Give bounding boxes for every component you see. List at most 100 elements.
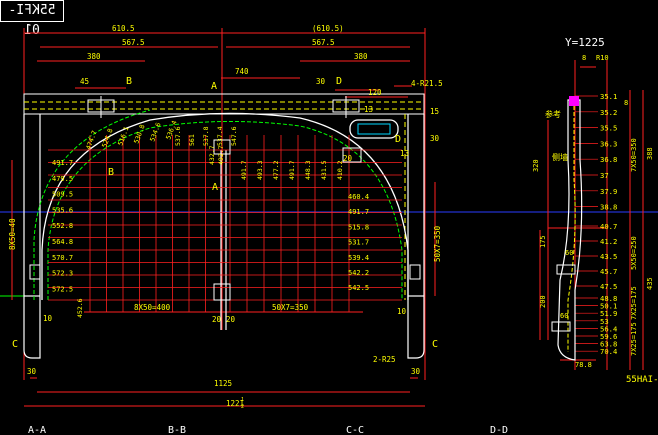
svg-text:2: 2: [241, 404, 244, 410]
dim-top-2: 380: [354, 52, 368, 61]
side-value: 36.3: [600, 139, 617, 148]
dim-side-30-left: 30: [27, 367, 37, 376]
fittings: [29, 96, 421, 301]
right-row-label: 542.2: [348, 269, 369, 277]
mark-a-top: A: [211, 81, 217, 92]
side-right-dim-2: 7X25=175: [630, 286, 638, 320]
dim-small-3: 13: [364, 105, 373, 114]
side-bracket-top: [556, 264, 576, 275]
side-value: 40.7: [600, 222, 617, 231]
left-row-label: 564.8: [52, 238, 73, 246]
dim-small-1: 30: [430, 134, 440, 143]
side-value: 37: [600, 171, 609, 180]
dim-top-0: 380: [87, 52, 101, 61]
side-right-total-1: 435: [646, 277, 654, 290]
mark-d-top: D: [336, 76, 342, 87]
side-value: 50.1: [600, 302, 617, 311]
mark-b-mid: B: [108, 167, 114, 178]
arc-label: 410.2: [336, 160, 344, 180]
dim-bottom-right: 50X7=350: [272, 303, 309, 312]
dim-top-3: 30: [316, 77, 326, 86]
side-left-dim-0: 320: [532, 159, 540, 172]
right-row-label: 491.7: [348, 208, 369, 216]
side-right-dim-1: 5X50=250: [630, 236, 638, 270]
arc-label: 547.6: [230, 126, 238, 146]
dim-left-height: 8X50=40: [8, 218, 17, 250]
side-value: 63.8: [600, 340, 617, 349]
section-label-bb: B-B: [168, 425, 186, 435]
arc-label: 561: [188, 134, 196, 146]
side-top-dim-1: R10: [596, 54, 609, 62]
section-label-aa: A-A: [28, 425, 46, 435]
side-small-dim-2: 8: [624, 99, 628, 107]
side-small-dim-1: 60: [560, 312, 568, 320]
dim-top-1: 740: [235, 67, 249, 76]
side-value: 45.7: [600, 267, 617, 276]
left-row-label: 570.7: [52, 254, 73, 262]
front-dimension-lines: [11, 28, 436, 407]
dim-side-10-left: 10: [43, 314, 53, 323]
left-row-label: 491.7: [52, 159, 73, 167]
section-labels: A-A B-B C-C D-D: [28, 425, 508, 435]
side-bracket-bottom: [551, 321, 571, 332]
right-row-label: 515.8: [348, 223, 369, 231]
dim-radius-top: 4-R21.5: [411, 79, 443, 88]
dim-top-5: 120: [368, 88, 382, 97]
side-value: 35.5: [600, 124, 617, 133]
dim-small-5: 20: [226, 315, 236, 324]
side-value: 47.5: [600, 282, 617, 291]
arc-label: 474.7: [84, 129, 98, 150]
mark-c-right: C: [432, 339, 438, 350]
dim-side-10-right: 10: [397, 307, 407, 316]
arc-label: 537.6: [174, 126, 182, 146]
mark-c-left: C: [12, 339, 18, 350]
side-value: 37.9: [600, 187, 617, 196]
arc-label: 530.8: [132, 123, 146, 144]
dim-inner-left: 567.5: [122, 38, 145, 47]
arc-label: 537.8: [202, 126, 210, 146]
side-profile: [557, 99, 583, 361]
arc-label: 477.2: [272, 160, 280, 180]
center-label: 432.7: [208, 145, 216, 165]
side-value: 59.6: [600, 332, 617, 341]
dim-small-2: 13: [400, 149, 409, 158]
side-right-dim-0: 7X50=350: [630, 138, 638, 172]
dim-top-4: 45: [80, 77, 89, 86]
arc-label: 491.7: [240, 160, 248, 180]
side-label-a: 参考: [545, 109, 561, 119]
side-value: 56.4: [600, 324, 617, 333]
side-value: 35.1: [600, 92, 617, 101]
front-dimension-text: 610.5 (610.5) 567.5 567.5 380 740 380 30…: [8, 24, 443, 410]
dim-half-right: (610.5): [312, 24, 344, 33]
y-label: Y=1225: [565, 36, 605, 49]
left-row-label: 509.5: [52, 191, 73, 199]
overall-dim: 1221 1 2: [226, 397, 244, 410]
center-label: 492.7: [217, 145, 225, 165]
arc-label: 524.8: [100, 127, 114, 148]
right-row-label: 542.5: [348, 284, 369, 292]
side-value: 53: [600, 317, 609, 326]
right-row-label: 460.4: [348, 193, 369, 201]
left-row-label: 572.5: [52, 285, 73, 293]
arc-label: 491.7: [288, 160, 296, 180]
dim-small-0: 15: [430, 107, 439, 116]
side-right-total-0: 388: [646, 147, 654, 160]
right-row-label: 539.4: [348, 254, 369, 262]
bottom-label: 452.6: [76, 298, 84, 318]
dim-side-30-right: 30: [411, 367, 421, 376]
dim-bottom-left: 8X50=400: [134, 303, 171, 312]
side-right-dim-3: 7X25=175: [630, 322, 638, 356]
side-value: 36.8: [600, 155, 617, 164]
side-value: 48.8: [600, 294, 617, 303]
side-left-dim-2: 200: [539, 295, 547, 308]
arc-label: 537.4: [216, 126, 224, 146]
dim-right-height: 50X7=350: [433, 225, 442, 262]
svg-text:1221: 1221: [226, 399, 244, 408]
left-row-labels: 491.7479.5509.5535.6552.8564.8570.7572.3…: [52, 159, 73, 293]
arc-label: 448.3: [304, 160, 312, 180]
side-value: 38.8: [600, 203, 617, 212]
side-radius-marker: [569, 96, 579, 106]
